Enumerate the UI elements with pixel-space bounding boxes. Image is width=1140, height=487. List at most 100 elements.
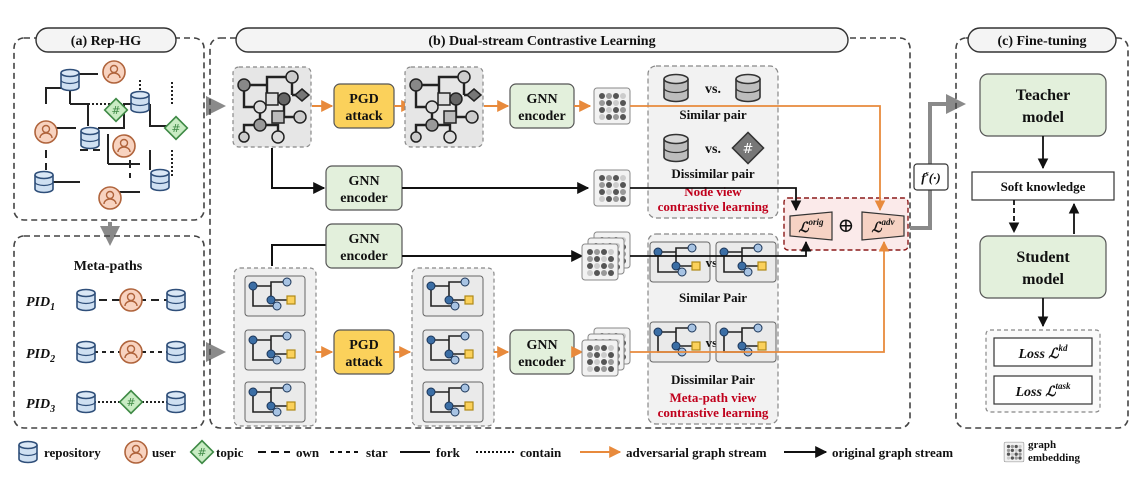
svg-text:star: star bbox=[366, 445, 388, 460]
svg-text:topic: topic bbox=[216, 445, 244, 460]
svg-text:#: # bbox=[743, 142, 754, 157]
metapath-subgraph bbox=[422, 275, 484, 317]
adv-arrow bbox=[630, 240, 890, 353]
pgd-attack-meta: PGD attack bbox=[333, 329, 395, 375]
svg-text:repository: repository bbox=[44, 445, 101, 460]
metapath-view-caption-1: Meta-path view bbox=[669, 390, 757, 405]
pid2-label: PID2 bbox=[26, 347, 55, 365]
repository-icon bbox=[80, 126, 100, 150]
user-icon bbox=[34, 120, 58, 144]
student-model: Student model bbox=[979, 235, 1107, 299]
user-icon bbox=[119, 340, 143, 364]
metapath-pid3: PID3 bbox=[26, 389, 186, 415]
orig-arrow bbox=[630, 240, 812, 257]
metapath-view-contrastive: vs. Similar Pair vs. Dissimilar Pair Met… bbox=[647, 233, 779, 425]
svg-text:GNN: GNN bbox=[526, 92, 557, 107]
repository-icon bbox=[663, 73, 689, 103]
metapath-pid2: PID2 bbox=[26, 340, 186, 365]
topic-icon bbox=[163, 115, 189, 141]
metapath-pid1: PID1 bbox=[26, 288, 186, 313]
metapath-subgraph bbox=[715, 321, 777, 363]
panel-b-title: (b) Dual-stream Contrastive Learning bbox=[428, 34, 655, 49]
metapath-subgraph bbox=[715, 241, 777, 283]
svg-text:graph: graph bbox=[1028, 439, 1056, 451]
pid3-label: PID3 bbox=[26, 397, 55, 415]
svg-text:adversarial graph stream: adversarial graph stream bbox=[626, 445, 767, 460]
legend: repository user topic own star fork cont… bbox=[18, 439, 1080, 465]
orig-arrow bbox=[630, 187, 802, 212]
legend-repository-icon bbox=[18, 440, 38, 464]
metapath-view-caption-2: contrastive learning bbox=[658, 405, 769, 420]
metapaths-title: Meta-paths bbox=[74, 259, 143, 274]
legend-embedding-icon bbox=[1003, 441, 1025, 463]
gnn-encoder-meta-orig: GNN encoder bbox=[325, 223, 403, 269]
svg-text:contain: contain bbox=[520, 445, 562, 460]
svg-text:embedding: embedding bbox=[1028, 452, 1080, 464]
svg-text:fs(·): fs(·) bbox=[921, 169, 940, 185]
similar-pair-meta-label: Similar Pair bbox=[679, 290, 747, 305]
metapath-subgraph bbox=[244, 329, 306, 371]
panel-b-dual-stream: (b) Dual-stream Contrastive Learning PGD… bbox=[209, 27, 911, 429]
svg-text:attack: attack bbox=[345, 109, 383, 124]
panel-metapaths: Meta-paths PID1 PID2 PID3 bbox=[13, 235, 205, 429]
repository-icon bbox=[166, 288, 186, 312]
svg-text:original graph stream: original graph stream bbox=[832, 445, 953, 460]
svg-text:GNN: GNN bbox=[526, 338, 557, 353]
user-icon bbox=[119, 288, 143, 312]
repository-icon bbox=[735, 73, 761, 103]
orig-arrow bbox=[271, 148, 326, 194]
svg-text:model: model bbox=[1022, 271, 1064, 288]
svg-text:Teacher: Teacher bbox=[1016, 87, 1071, 104]
loss-kd: Loss ℒkd bbox=[1017, 343, 1068, 362]
oplus-symbol: ⊕ bbox=[838, 215, 855, 237]
original-graph bbox=[231, 65, 313, 149]
svg-text:vs.: vs. bbox=[705, 142, 721, 157]
svg-text:Soft knowledge: Soft knowledge bbox=[1001, 179, 1086, 194]
repository-icon bbox=[34, 170, 54, 194]
metapath-subgraph bbox=[244, 275, 306, 317]
svg-text:encoder: encoder bbox=[340, 249, 387, 264]
gnn-encoder-meta-adv: GNN encoder bbox=[509, 329, 575, 375]
repository-icon bbox=[60, 68, 80, 92]
pid1-label: PID1 bbox=[26, 295, 55, 313]
metapath-subgraph bbox=[649, 321, 711, 363]
repository-icon bbox=[663, 133, 689, 163]
panel-c-fine-tuning: (c) Fine-tuning Teacher model Soft knowl… bbox=[955, 27, 1129, 429]
svg-text:GNN: GNN bbox=[348, 174, 379, 189]
panel-c-title: (c) Fine-tuning bbox=[997, 34, 1086, 49]
svg-text:GNN: GNN bbox=[348, 232, 379, 247]
metapath-subgraph bbox=[422, 381, 484, 423]
metapath-graphs-perturbed bbox=[411, 267, 495, 427]
adv-arrow bbox=[630, 105, 886, 212]
node-view-caption-2: contrastive learning bbox=[658, 199, 769, 214]
svg-text:fork: fork bbox=[436, 445, 461, 460]
teacher-model: Teacher model bbox=[979, 73, 1107, 137]
dissimilar-pair-label: Dissimilar pair bbox=[671, 166, 754, 181]
repository-icon bbox=[130, 90, 150, 114]
svg-text:model: model bbox=[1022, 109, 1064, 126]
repository-icon bbox=[150, 168, 170, 192]
svg-text:encoder: encoder bbox=[340, 191, 387, 206]
metapath-subgraph bbox=[422, 329, 484, 371]
graph-embedding-stack bbox=[581, 231, 631, 281]
similar-pair-label: Similar pair bbox=[679, 107, 747, 122]
repository-icon bbox=[76, 288, 96, 312]
loss-box: Loss ℒkd Loss ℒtask bbox=[985, 329, 1101, 413]
svg-text:own: own bbox=[296, 445, 320, 460]
gnn-encoder-node-orig: GNN encoder bbox=[325, 165, 403, 211]
node-view-contrastive: vs. Similar pair vs. # Dissimilar pair N… bbox=[647, 65, 779, 219]
legend-user-icon bbox=[124, 440, 148, 464]
repository-icon bbox=[76, 340, 96, 364]
svg-text:PGD: PGD bbox=[349, 338, 379, 353]
svg-text:attack: attack bbox=[345, 355, 383, 370]
repository-icon bbox=[76, 390, 96, 414]
metapath-graphs-original bbox=[233, 267, 317, 427]
perturbed-graph bbox=[403, 65, 485, 149]
svg-text:encoder: encoder bbox=[518, 109, 565, 124]
contrastive-loss-block: ℒorig ⊕ ℒadv bbox=[783, 197, 909, 251]
repository-icon bbox=[166, 390, 186, 414]
graph-embedding-icon bbox=[593, 169, 631, 207]
soft-knowledge: Soft knowledge bbox=[971, 171, 1115, 201]
